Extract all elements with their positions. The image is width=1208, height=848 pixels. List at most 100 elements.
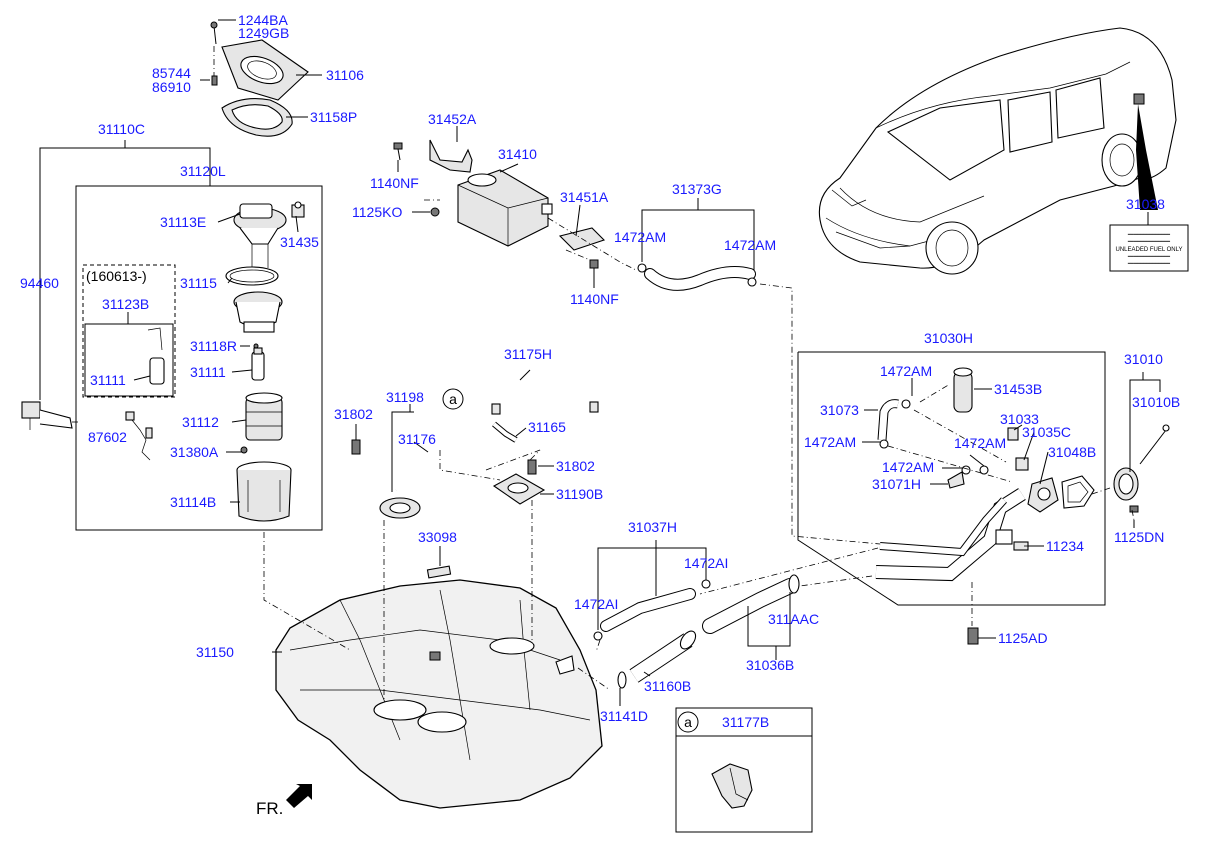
fuel-filter [245,392,283,441]
check-valve-31033 [1007,427,1019,441]
motor-subassembly-box [84,323,174,397]
label-31111-small: 31111 [90,372,126,388]
label-31038: 31038 [1126,196,1165,212]
pump-upper-housing [233,291,283,333]
label-31033: 31033 [1000,411,1039,427]
cap-tether-31010B [1139,424,1170,465]
clamp-1472AI-a [593,631,603,641]
label-31036B: 31036B [746,657,794,673]
bolt-1125AD [967,627,979,645]
label-1125AD: 1125AD [998,630,1048,646]
label-1249GB: 1249GB [238,25,289,41]
label-87602: 87602 [88,429,127,445]
front-arrow [286,784,312,808]
label-160613: (160613-) [86,268,147,284]
filter-clip [240,446,248,454]
bolt-1125KO [430,207,440,217]
label-31451A: 31451A [560,189,609,205]
hose-31165 [492,421,518,443]
fuel-pump-cover [221,39,309,101]
label-33098: 33098 [418,529,457,545]
label-1472AM-right: 1472AM [724,237,776,253]
label-31177B: 31177B [722,714,769,730]
front-label: FR. [256,799,283,818]
label-31158P: 31158P [310,109,357,125]
label-31175H: 31175H [504,346,552,362]
hose-clamps-1472AM [961,465,989,475]
bolt-31802-a [351,439,361,455]
filler-housing-31048B [1027,477,1059,513]
pressure-regulator [251,343,265,381]
label-85744: 85744 [152,65,191,81]
svg-text:━━━━━━━━━━━━━━: ━━━━━━━━━━━━━━ [1127,232,1171,238]
label-1472AI-right: 1472AI [684,555,728,571]
fuel-sender-94460 [21,401,73,430]
label-1140NF-lower: 1140NF [570,291,619,307]
filler-neck-pipe [875,488,1026,582]
label-31071H: 31071H [872,476,921,492]
label-31141D: 31141D [600,708,648,724]
label-31030H: 31030H [924,330,973,346]
label-31190B: 31190B [556,486,603,502]
label-31123B: 31123B [102,296,149,312]
clamp-1472AI-b [701,579,711,589]
label-31120L: 31120L [180,163,226,179]
label-31073: 31073 [820,402,859,418]
label-1472AM-left-mid: 1472AM [804,434,856,450]
label-31453B: 31453B [994,381,1042,397]
label-31802-right: 31802 [556,458,595,474]
hose-31071H [947,471,965,489]
svg-text:━━━━━━━━━━━━━━: ━━━━━━━━━━━━━━ [1127,261,1171,267]
charcoal-canister-31410 [457,169,553,247]
bolt-1140NF-b [589,259,599,269]
hose-31037H [600,588,696,632]
fuel-tank-31150 [275,579,603,809]
label-311AAC: 311AAC [768,611,819,627]
label-31373G: 31373G [672,181,722,197]
label-31150: 31150 [196,644,234,660]
filler-neck-assembly-box [797,351,1106,606]
label-31048B: 31048B [1048,444,1096,460]
clamp-31141D [617,671,627,689]
label-1472AM-center: 1472AM [954,435,1006,451]
fuel-reservoir-cup [236,461,292,522]
label-11234: 11234 [1046,538,1084,554]
cover-gasket [221,98,293,137]
pipe-31160B [629,630,697,683]
label-31037H: 31037H [628,519,677,535]
bolt-1140NF-a [393,142,403,161]
label-1472AM-top: 1472AM [880,363,932,379]
fuel-cap-31010 [1113,467,1139,501]
label-31160B: 31160B [644,678,691,694]
label-31118R: 31118R [190,338,237,354]
label-31113E: 31113E [160,214,206,230]
label-1472AI-left: 1472AI [574,596,618,612]
unleaded-fuel-text: UNLEADED FUEL ONLY [1115,247,1182,253]
label-94460: 94460 [20,275,59,291]
cover-plate-31198 [379,497,421,519]
label-31165: 31165 [528,419,566,435]
vent-valve-31453B [953,367,973,413]
label-31111: 31111 [190,364,226,380]
screw-1125DN [1129,505,1139,513]
label-31010: 31010 [1124,351,1163,367]
vent-plate-31190B [492,473,546,505]
cover-screw [210,21,218,45]
label-31114B: 31114B [170,494,216,510]
bolt-31802-b [527,459,537,475]
fuel-warning-label-31038: ━━━━━━━━━━━━━━ ━━━━━━━━━━━━━━ UNLEADED F… [1109,224,1189,272]
valve-31035C [1015,457,1029,471]
svg-text:━━━━━━━━━━━━━━: ━━━━━━━━━━━━━━ [1127,239,1171,245]
sender-connector [291,201,305,218]
label-31035C: 31035C [1022,424,1071,440]
callout-a-marker-2 [677,711,699,733]
svg-text:━━━━━━━━━━━━━━: ━━━━━━━━━━━━━━ [1127,254,1171,260]
label-1472AM-lower: 1472AM [882,459,934,475]
filler-gasket-31048B [1061,475,1095,509]
variant-160613-box [82,264,176,398]
label-31802-left: 31802 [334,406,373,422]
label-31198: 31198 [386,389,424,405]
cover-clip [211,75,218,86]
vapor-hose-31373G [637,263,757,291]
label-1244BA: 1244BA [238,12,288,28]
